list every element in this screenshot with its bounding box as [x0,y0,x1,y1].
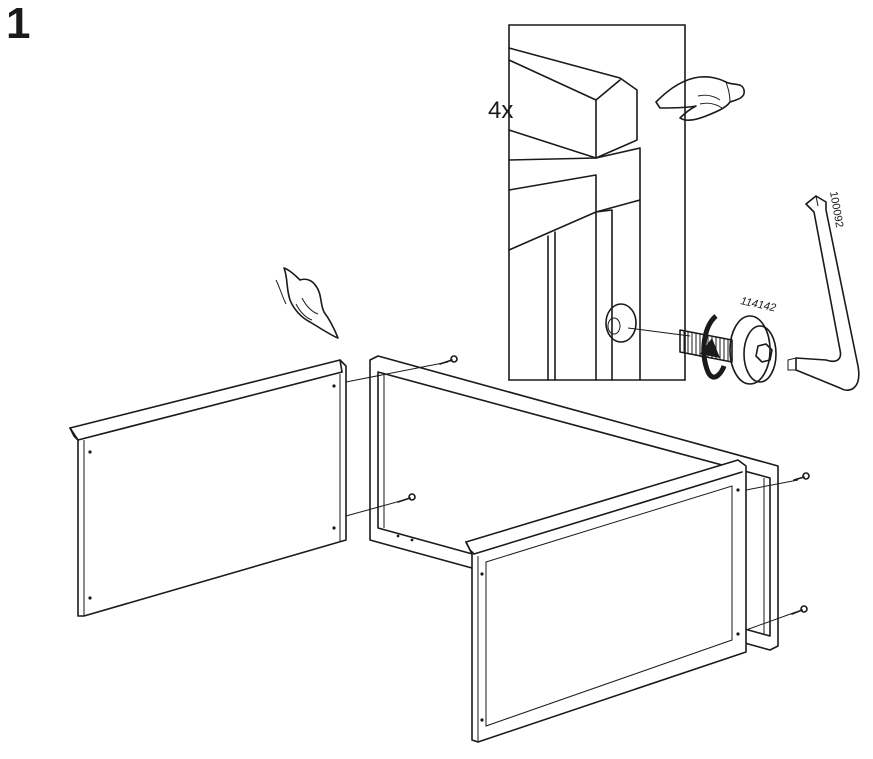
left-side-panel [69,359,347,617]
pointing-hand-icon [275,267,339,339]
screw-icon [745,605,808,631]
bolt-part-number: 114142 [739,295,777,314]
bolt-icon [679,315,777,385]
clockwise-rotation-arrow-icon [700,314,727,380]
front-side-panel [465,459,747,743]
detail-inset [508,24,691,381]
screw-icon [745,472,810,491]
screw-icon [345,355,458,383]
screw-icon [345,493,416,517]
quantity-label: 4x [488,97,513,124]
pointing-hand-icon [655,75,746,121]
allen-key-icon [787,195,860,391]
allen-key-part-number: 100092 [827,190,845,228]
step-number: 1 [6,0,31,48]
